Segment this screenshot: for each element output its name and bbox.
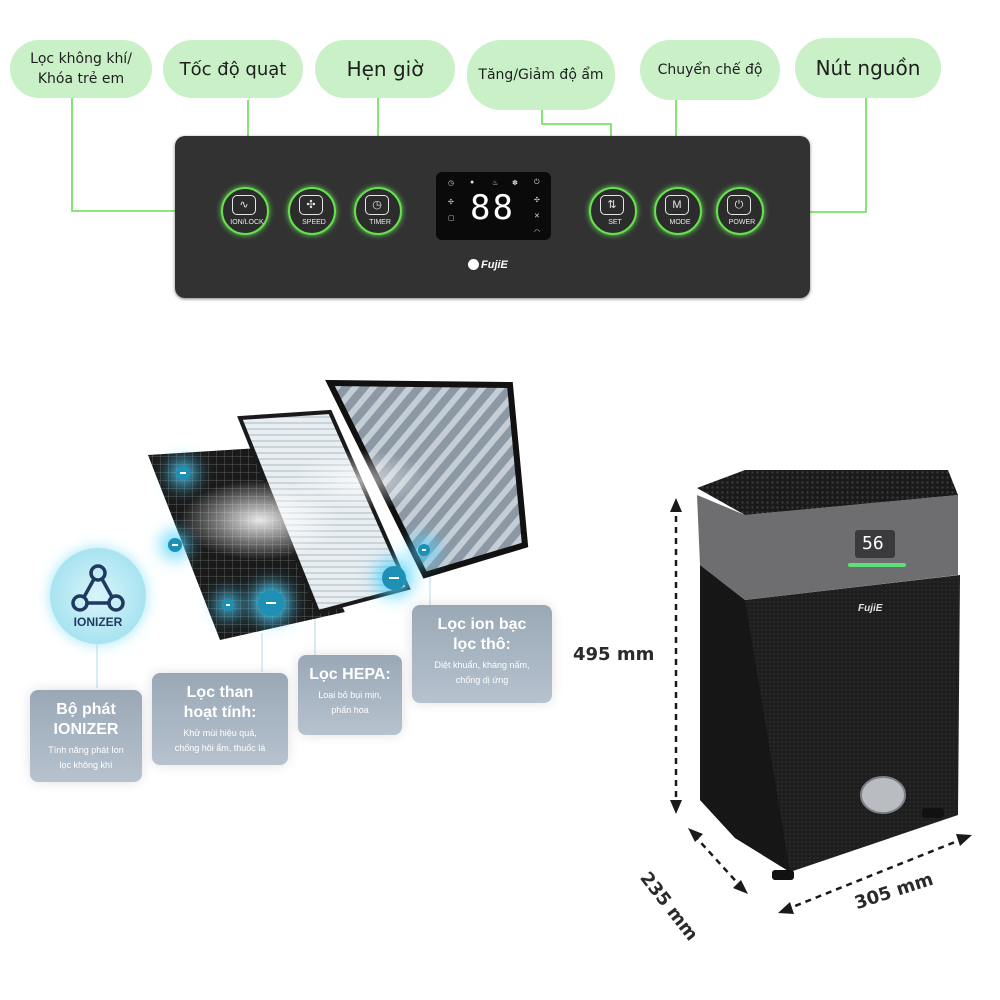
ion-particle-icon — [222, 599, 234, 611]
ion-lock-button-label: ION/LOCK — [230, 219, 264, 226]
timer-button-label: TIMER — [369, 219, 391, 226]
silver-card-desc: Diệt khuẩn, kháng nấm, chống dị ứng — [434, 660, 530, 685]
x-indicator-icon: ✕ — [534, 213, 540, 220]
ion-particle-icon — [418, 544, 430, 556]
carbon-card-desc: Khử mùi hiệu quả, chống hôi ẩm, thuốc lá — [174, 728, 266, 753]
drop-indicator-icon: ✽ — [512, 180, 518, 187]
timer-button[interactable]: ◷ TIMER — [354, 187, 402, 235]
mode-button[interactable]: M MODE — [654, 187, 702, 235]
speed-button-label: SPEED — [302, 219, 326, 226]
speed-button[interactable]: ✣ SPEED — [288, 187, 336, 235]
ionizer-badge: IONIZER — [50, 548, 146, 644]
brand-logo: FujiE — [468, 259, 508, 271]
power-icon: ⏻ — [727, 195, 751, 215]
label-power: Nút nguồn — [795, 38, 941, 98]
silver-card: Lọc ion bạc lọc thô: Diệt khuẩn, kháng n… — [412, 605, 552, 703]
fan-indicator-icon: ✣ — [534, 197, 540, 204]
humidity-icon: ⇅ — [600, 195, 624, 215]
label-timer: Hẹn giờ — [315, 40, 455, 98]
brand-logo-icon — [468, 259, 479, 270]
device-display-digits: 56 — [862, 533, 884, 554]
set-button[interactable]: ⇅ SET — [589, 187, 637, 235]
height-dimension: 495 mm — [573, 644, 655, 665]
ionizer-card: Bộ phát IONIZER Tính năng phát Ion lọc k… — [30, 690, 142, 782]
panel-display: ◷ ● ♨ ✽ ⏻ ✣ ▢ ✣ ✕ ◠ 88 — [436, 172, 551, 240]
device-brand-logo: FujiE — [858, 603, 883, 614]
ion-particle-icon — [258, 590, 284, 616]
ionizer-icon — [71, 564, 125, 612]
mode-icon: M — [665, 195, 689, 215]
ion-particle-icon — [168, 538, 182, 552]
ionizer-card-title: Bộ phát IONIZER — [53, 701, 119, 738]
hepa-card-title: Lọc HEPA: — [309, 666, 391, 683]
lock-indicator-icon: ▢ — [448, 215, 455, 222]
ion-lock-button[interactable]: ∿ ION/LOCK — [221, 187, 269, 235]
line-ion-lock — [71, 97, 221, 212]
ionizer-badge-label: IONIZER — [73, 615, 123, 629]
display-digits: 88 — [470, 188, 515, 228]
drop-indicator-icon: ● — [470, 179, 475, 186]
silver-card-title: Lọc ion bạc lọc thô: — [437, 616, 527, 653]
power-indicator-icon: ⏻ — [534, 179, 540, 186]
wifi-indicator-icon: ◠ — [534, 229, 541, 236]
power-button[interactable]: ⏻ POWER — [716, 187, 764, 235]
ionizer-card-desc: Tính năng phát Ion lọc không khí — [48, 745, 124, 770]
hepa-card-desc: Loại bỏ bụi mịn, phấn hoa — [318, 690, 382, 715]
depth-arrow — [693, 834, 743, 889]
label-set: Tăng/Giảm độ ẩm — [467, 40, 615, 110]
label-ion-lock: Lọc không khí/ Khóa trẻ em — [10, 40, 152, 98]
set-button-label: SET — [608, 219, 622, 226]
power-button-label: POWER — [728, 219, 756, 226]
fan-icon: ✣ — [299, 195, 323, 215]
label-mode: Chuyển chế độ — [640, 40, 780, 100]
mode-button-label: MODE — [669, 219, 691, 226]
carbon-card: Lọc than hoạt tính: Khử mùi hiệu quả, ch… — [152, 673, 288, 765]
drop-indicator-icon: ♨ — [492, 180, 499, 187]
hepa-card: Lọc HEPA: Loại bỏ bụi mịn, phấn hoa — [298, 655, 402, 735]
ion-particle-icon — [176, 466, 190, 480]
carbon-card-title: Lọc than hoạt tính: — [183, 684, 257, 721]
clock-icon: ◷ — [365, 195, 389, 215]
ion-icon: ∿ — [232, 195, 256, 215]
clock-indicator-icon: ◷ — [448, 180, 455, 187]
label-speed: Tốc độ quạt — [163, 40, 303, 98]
ion-particle-icon — [382, 566, 406, 590]
fan-indicator-icon: ✣ — [448, 199, 454, 206]
